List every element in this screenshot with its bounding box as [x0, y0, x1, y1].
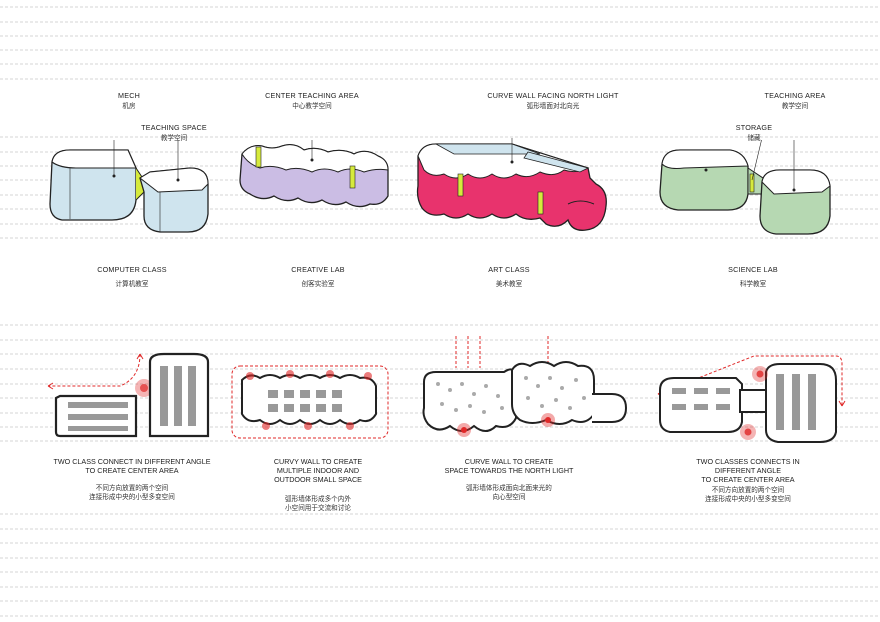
- storage-label: STORAGE: [735, 123, 773, 132]
- caption-1: TWO CLASS CONNECT IN DIFFERENT ANGLE TO …: [53, 457, 211, 475]
- room-name-computer-cn: 计算机教室: [115, 281, 149, 288]
- teaching-area-label-cn: 教学空间: [781, 103, 809, 110]
- science-lab-plan: [657, 355, 846, 443]
- room-name-science: SCIENCE LAB: [728, 265, 778, 274]
- curve-wall-label: CURVE WALL FACING NORTH LIGHT: [487, 91, 619, 100]
- curve-wall-label-cn: 弧形墙面对北向光: [526, 103, 580, 110]
- computer-class-plan: [47, 352, 210, 438]
- room-name-creative-cn: 创客实验室: [301, 281, 335, 288]
- caption-3: CURVE WALL TO CREATE SPACE TOWARDS THE N…: [444, 457, 574, 475]
- computer-class-3d-model: [49, 140, 209, 233]
- art-class-3d-model: [416, 138, 607, 231]
- room-name-art: ART CLASS: [488, 265, 530, 274]
- storage-label-cn: 储藏: [747, 135, 761, 142]
- center-teaching-area-label-cn: 中心教学空间: [292, 103, 332, 110]
- creative-lab-3d-model: [239, 140, 389, 208]
- center-teaching-area-label: CENTER TEACHING AREA: [265, 91, 359, 100]
- teaching-area-label: TEACHING AREA: [764, 91, 826, 100]
- room-name-computer: COMPUTER CLASS: [97, 265, 167, 274]
- caption-1-cn: 不同方向放置的两个空间 连接形成中央的小型多变空间: [89, 485, 175, 501]
- caption-4-cn: 不同方向放置的两个空间 连接形成中央的小型多变空间: [705, 487, 791, 503]
- science-lab-3d-model: [659, 140, 831, 235]
- mech-label-cn: 机房: [122, 103, 136, 110]
- room-name-creative: CREATIVE LAB: [291, 265, 345, 274]
- room-name-science-cn: 科学教室: [739, 281, 767, 288]
- teaching-space-label-cn: 教学空间: [160, 135, 188, 142]
- mech-label: MECH: [118, 91, 140, 100]
- teaching-space-label: TEACHING SPACE: [141, 123, 207, 132]
- caption-2: CURVY WALL TO CREATE MULTIPLE INDOOR AND…: [273, 457, 363, 484]
- caption-2-cn: 弧形墙体形成多个内外 小空间用于交流和讨论: [285, 496, 351, 512]
- room-name-art-cn: 美术教室: [495, 281, 523, 288]
- art-class-plan: [422, 336, 628, 437]
- caption-4: TWO CLASSES CONNECTS IN DIFFERENT ANGLE …: [696, 457, 800, 484]
- creative-lab-plan: [231, 365, 389, 439]
- caption-3-cn: 弧形墙体形成面向北面来光的 向心型空间: [466, 485, 552, 501]
